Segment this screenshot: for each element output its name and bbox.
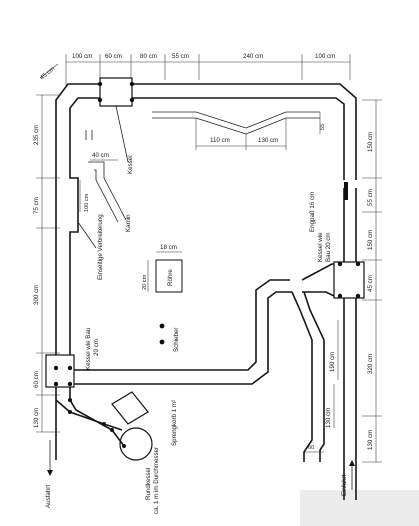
ausfahrt: Ausfahrt <box>45 440 53 508</box>
tunnel-outline <box>55 83 357 500</box>
dim-190cm: 190 cm <box>329 352 336 372</box>
dim-40cm: 40 cm <box>92 152 109 159</box>
kamin: 40 cm Kamin 100 cm <box>79 152 132 232</box>
sprengkorb-and-rundkessel: Sprengkorb 1 m² Rundkessel ca. 1 m im Du… <box>55 391 178 514</box>
label-ausfahrt: Ausfahrt <box>45 485 52 508</box>
dim-left-75: 75 cm <box>33 197 40 214</box>
dim-top-60: 60 cm <box>105 53 122 60</box>
kessel-right: Kessel wie Bau 20 cm <box>317 232 365 299</box>
label-roehre: Röhre <box>167 269 174 286</box>
kessel-left: Kessel wie Bau 20 cm <box>45 327 100 388</box>
dim-right-150b: 150 cm <box>367 230 374 250</box>
label-kessel-right-1: Kessel wie <box>317 232 324 262</box>
top-dimension-line: 100 cm 60 cm 80 cm 55 cm 240 cm 100 cm <box>65 53 351 86</box>
label-einseitige-verbreiterung: Einseitige Verbreiterung <box>97 214 104 280</box>
dim-130cm-lower: 130 cm <box>325 408 332 428</box>
einfahrt: Einfahrt <box>341 460 355 496</box>
dim-right-130: 130 cm <box>367 430 374 450</box>
dim-60: 60 <box>308 445 314 451</box>
dim-left-130: 130 cm <box>33 408 40 428</box>
dim-right-55: 55 cm <box>367 189 374 206</box>
dim-55: 55 <box>320 124 326 130</box>
label-rundkessel-2: ca. 1 m im Durchmesser <box>153 447 160 514</box>
dim-right-45: 45 cm <box>367 275 374 292</box>
label-kessel-right-2: Bau 20 cm <box>325 232 332 262</box>
dim-130cm-top: 130 cm <box>258 137 278 144</box>
inner-top-dimensions: 110 cm 130 cm 55 <box>195 112 326 150</box>
dim-right-150a: 150 cm <box>367 132 374 152</box>
dim-20cm: 20 cm <box>142 274 148 290</box>
dim-top-240: 240 cm <box>243 53 263 60</box>
scan-shadow <box>300 490 419 526</box>
label-schieber: Schieber <box>173 328 180 352</box>
label-rundkessel-1: Rundkessel <box>145 468 152 500</box>
dim-left-45: 45 cm <box>39 65 56 81</box>
label-kessel-top: Kessel <box>127 155 134 174</box>
label-engpass: Engpaß 16 cm <box>309 192 316 232</box>
schieber: Schieber <box>159 323 180 352</box>
label-kamin: Kamin <box>125 214 132 232</box>
label-kessel-left-1: Kessel wie Bau <box>85 327 92 370</box>
dim-left-235: 235 cm <box>33 125 40 145</box>
dim-top-55: 55 cm <box>172 53 189 60</box>
dim-18cm: 18 cm <box>160 244 177 251</box>
label-einfahrt: Einfahrt <box>341 474 348 496</box>
dim-110cm: 110 cm <box>210 137 230 144</box>
dim-left-60: 60 cm <box>33 371 40 388</box>
dim-right-320: 320 cm <box>367 354 374 374</box>
label-kessel-left-2: 20 cm <box>93 339 100 356</box>
right-dimension-line: 150 cm 55 cm 150 cm 45 cm 320 cm 130 cm <box>362 99 382 463</box>
engpass: Engpaß 16 cm <box>309 182 348 232</box>
dim-100cm: 100 cm <box>84 193 90 212</box>
inner-lower-right-dimensions: 190 cm 130 cm 60 <box>304 320 339 453</box>
label-sprengkorb: Sprengkorb 1 m² <box>171 400 178 446</box>
roehre: 18 cm 20 cm Röhre <box>142 244 183 293</box>
dim-top-100b: 100 cm <box>315 53 335 60</box>
dim-top-100: 100 cm <box>72 53 92 60</box>
kessel-top: Kessel <box>97 77 135 174</box>
dim-top-80: 80 cm <box>140 53 157 60</box>
dim-left-300: 300 cm <box>33 285 40 305</box>
